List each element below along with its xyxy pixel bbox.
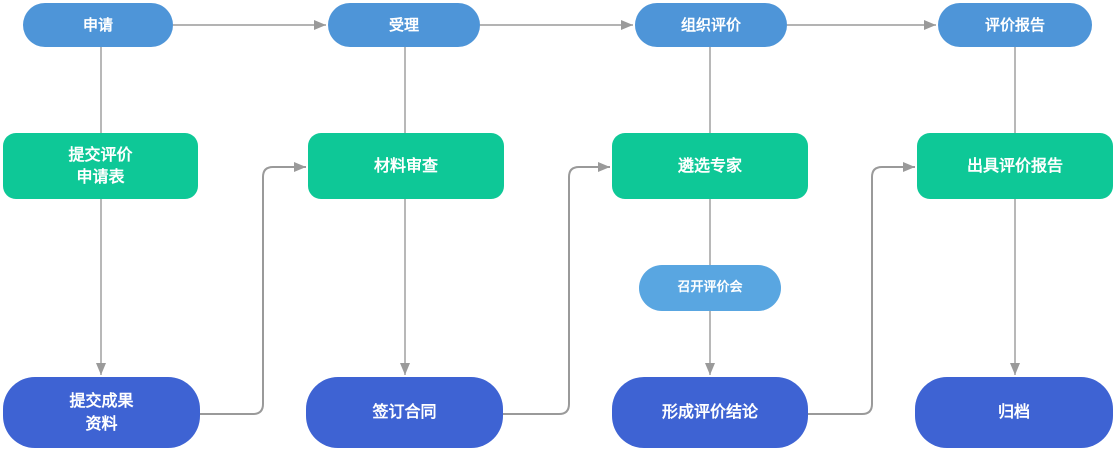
node-archive-label: 归档 [997, 402, 1030, 422]
node-select-experts-label: 遴选专家 [677, 155, 742, 175]
node-material-review: 材料审查 [308, 133, 504, 199]
node-submit-application-form-label: 提交评价 申请表 [68, 144, 133, 186]
node-sign-contract-label: 签订合同 [372, 402, 437, 422]
node-issue-report: 出具评价报告 [917, 133, 1113, 199]
node-apply: 申请 [23, 3, 173, 47]
node-review-report-label: 评价报告 [984, 15, 1045, 34]
node-hold-review-meeting-label: 召开评价会 [677, 279, 743, 295]
node-hold-review-meeting: 召开评价会 [639, 265, 781, 311]
node-material-review-label: 材料审查 [373, 155, 438, 175]
node-form-conclusion-label: 形成评价结论 [661, 402, 758, 422]
node-organize-review-label: 组织评价 [680, 15, 741, 34]
edge-conclusion-issue [808, 162, 915, 415]
node-apply-label: 申请 [82, 15, 113, 34]
node-select-experts: 遴选专家 [612, 133, 808, 199]
edge-contract-experts [503, 162, 610, 415]
node-archive: 归档 [915, 377, 1113, 448]
node-submit-application-form: 提交评价 申请表 [3, 133, 198, 199]
node-submit-results-label: 提交成果 资料 [69, 391, 134, 433]
node-accept-label: 受理 [388, 15, 419, 34]
node-accept: 受理 [328, 3, 480, 47]
node-form-conclusion: 形成评价结论 [612, 377, 808, 448]
node-submit-results: 提交成果 资料 [3, 377, 200, 448]
node-organize-review: 组织评价 [635, 3, 787, 47]
node-issue-report-label: 出具评价报告 [966, 155, 1063, 175]
node-sign-contract: 签订合同 [306, 377, 503, 448]
edge-results-material [200, 162, 306, 415]
node-review-report: 评价报告 [938, 3, 1092, 47]
